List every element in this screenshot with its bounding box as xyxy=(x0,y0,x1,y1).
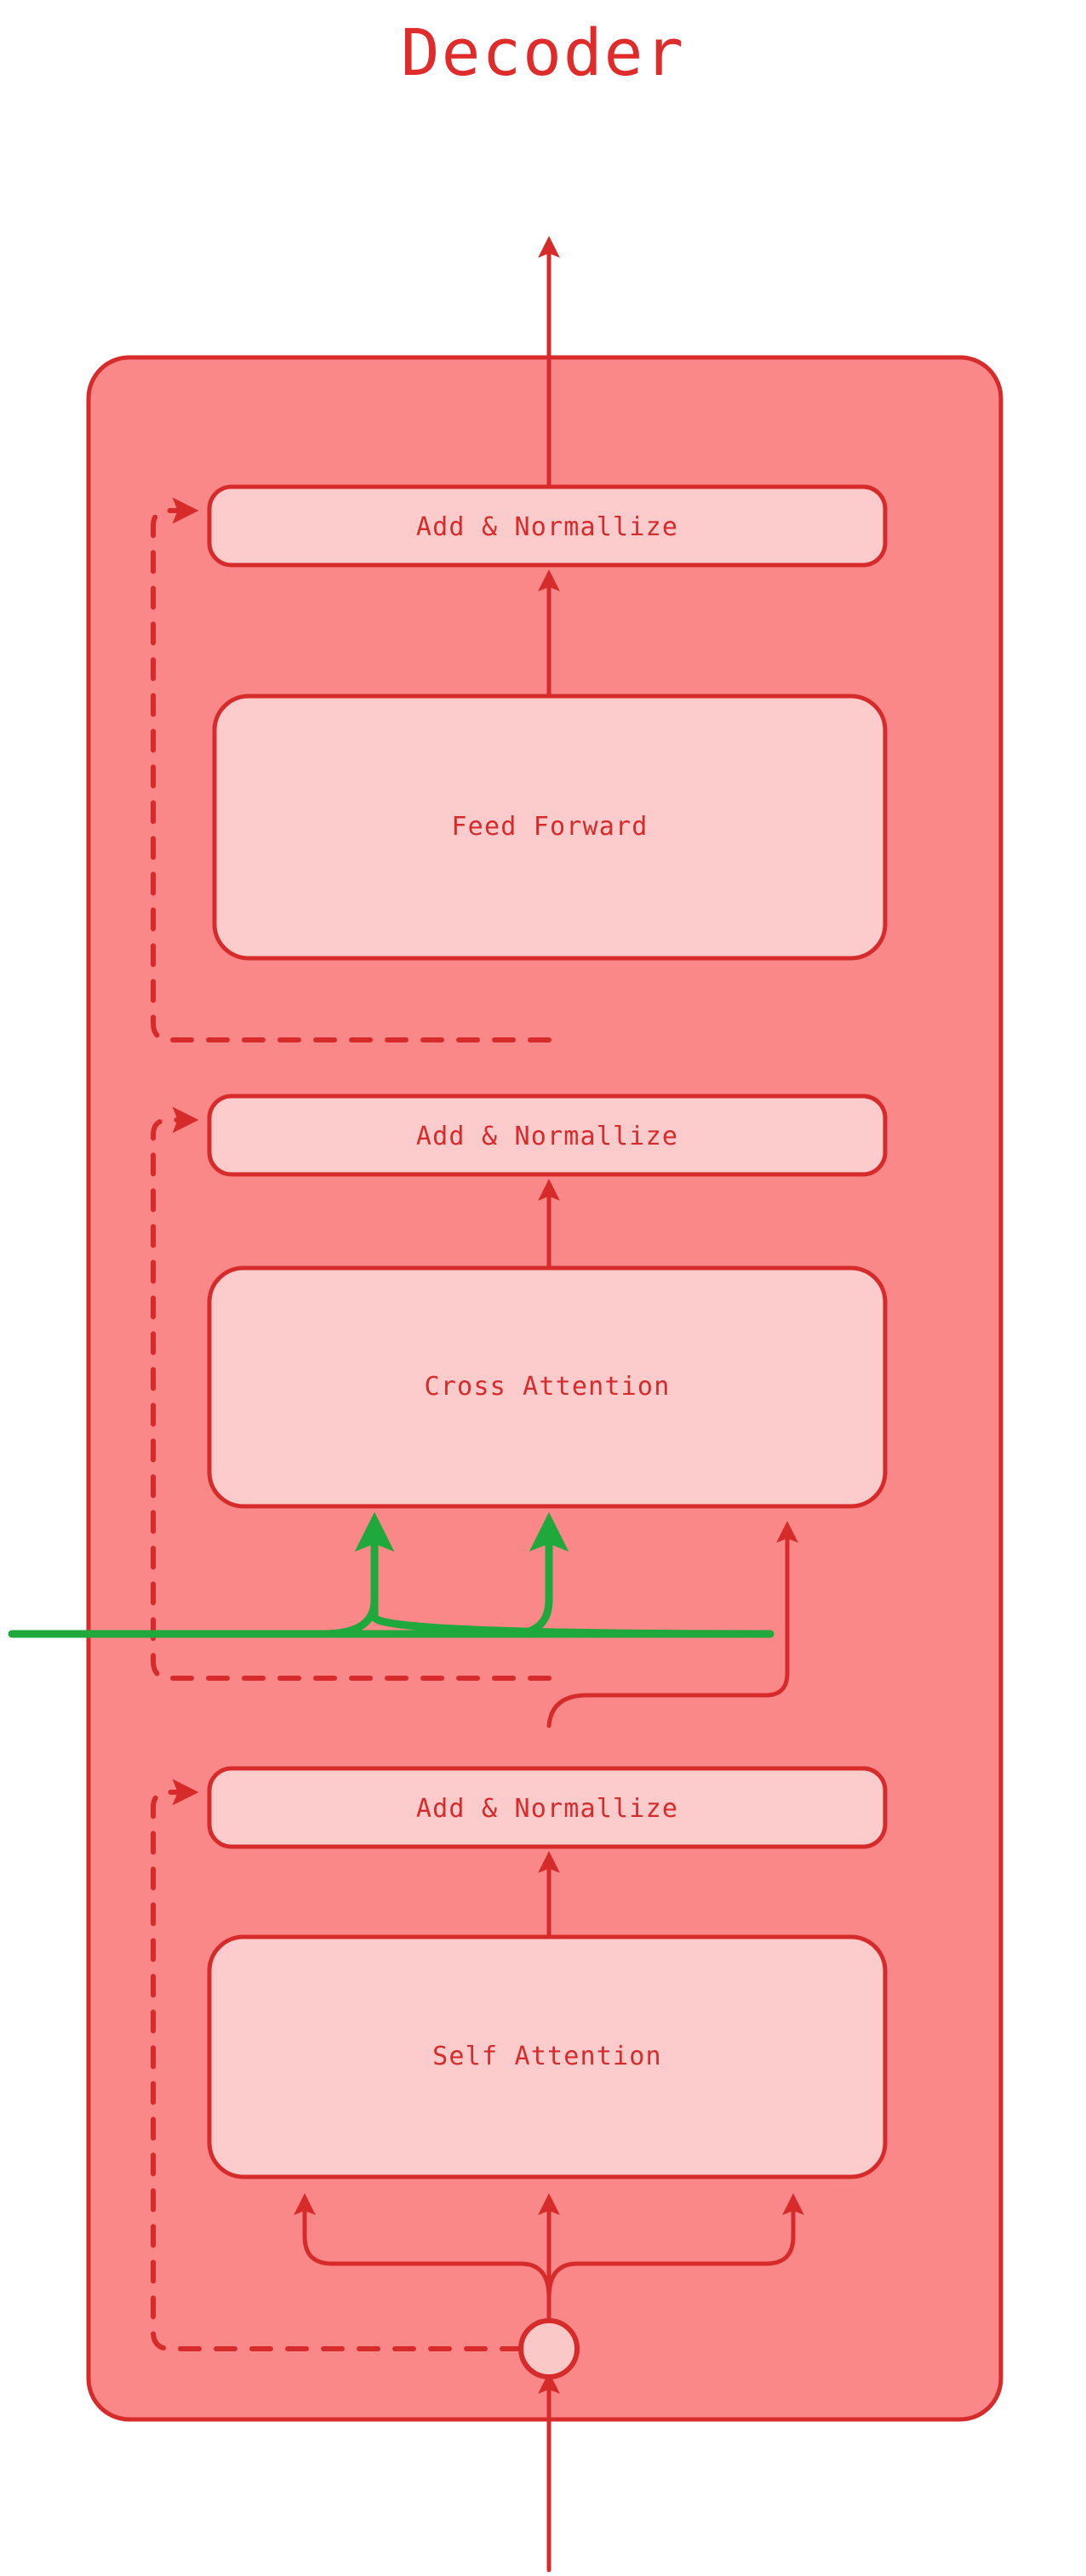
feed-forward-body[interactable] xyxy=(212,694,888,961)
block-add-norm-middle[interactable] xyxy=(207,1094,888,1177)
block-feed-forward[interactable] xyxy=(212,694,888,961)
cross-attention-body[interactable] xyxy=(207,1265,888,1509)
block-add-norm-top[interactable] xyxy=(207,484,888,568)
connector-residual-bottom xyxy=(151,1779,523,2351)
junction-circle[interactable] xyxy=(518,2318,580,2379)
block-self-attention[interactable] xyxy=(207,1934,888,2179)
junction-fanout-left xyxy=(294,2193,552,2300)
connector-query-to-crossattn xyxy=(546,1521,798,1728)
page-title: Decoder xyxy=(400,14,686,90)
connector-encoder-output xyxy=(8,1511,774,1638)
connector-junction-fanout xyxy=(294,2193,804,2321)
add-norm-top-body[interactable] xyxy=(207,484,888,568)
connector-residual-top xyxy=(151,497,552,1042)
add-norm-middle-body[interactable] xyxy=(207,1094,888,1177)
block-add-norm-bottom[interactable] xyxy=(207,1766,888,1849)
block-cross-attention[interactable] xyxy=(207,1265,888,1509)
encoder-output-left-curve xyxy=(319,1511,395,1638)
encoder-output-left xyxy=(354,1511,774,1638)
add-norm-bottom-body[interactable] xyxy=(207,1766,888,1849)
input-junction-node[interactable] xyxy=(518,2318,580,2379)
self-attention-body[interactable] xyxy=(207,1934,888,2179)
junction-fanout-right xyxy=(546,2193,804,2300)
encoder-output-right xyxy=(506,1511,569,1638)
